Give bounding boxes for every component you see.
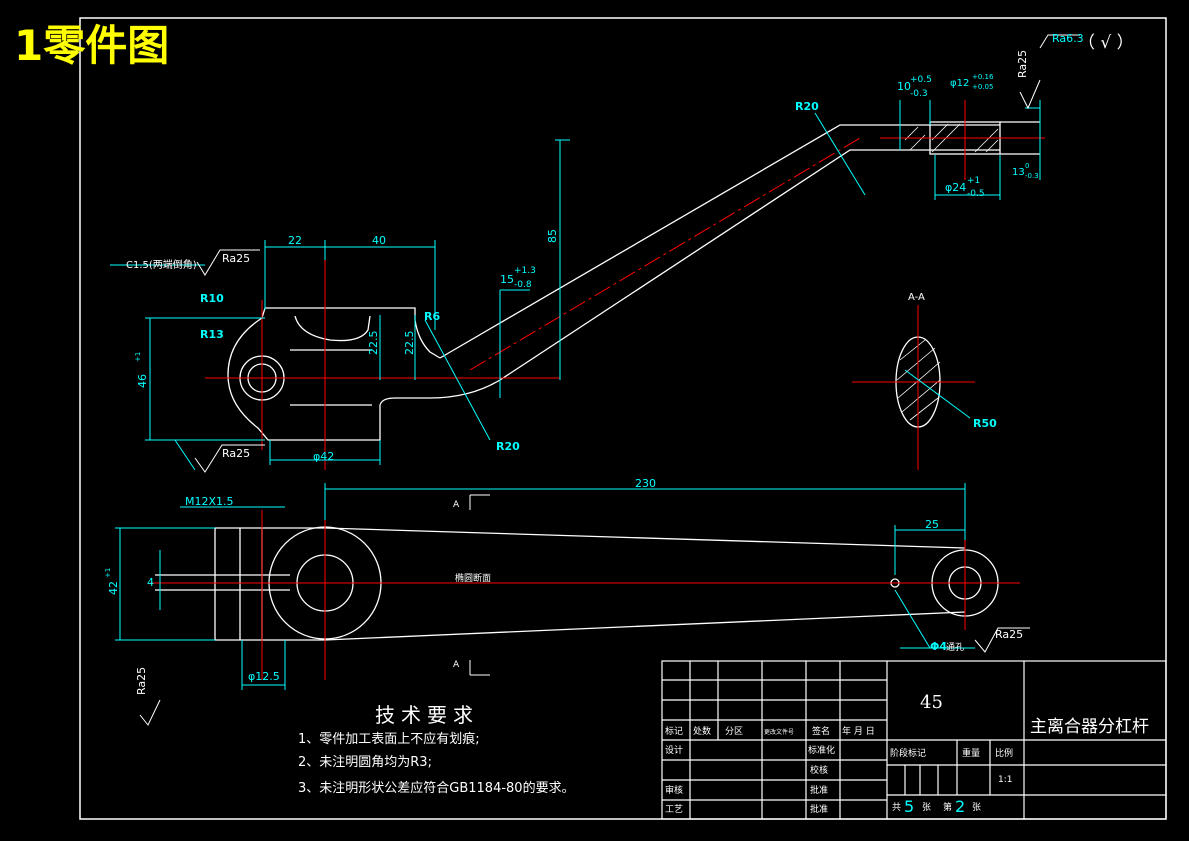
front-centerlines (150, 495, 1020, 680)
tech-heading: 技术要求 (375, 703, 479, 727)
tb-scale-value: 1:1 (998, 775, 1012, 785)
ra25-left-label: Ra25 (135, 667, 148, 695)
tb-stage: 阶段标记 (890, 747, 926, 759)
dim-13: 13 (1012, 167, 1025, 178)
dim-10-up: +0.5 (910, 75, 932, 85)
dim-13-dn: -0.3 (1025, 172, 1039, 180)
tech-item-3: 3、未注明形状公差应符合GB1184-80的要求。 (298, 780, 575, 796)
tb-approve: 批准 (810, 803, 828, 815)
tb-total-suffix: 张 (922, 802, 931, 813)
title-block-grid (661, 660, 1167, 820)
dim-22: 22 (288, 234, 302, 247)
dim-r20-top: R20 (795, 100, 819, 113)
tb-proofread: 校核 (810, 764, 828, 776)
front-upper-edge (215, 527, 966, 549)
tb-scale: 比例 (995, 747, 1013, 759)
dim-230: 230 (635, 477, 656, 490)
dim-phi24-dn: -0.5 (967, 189, 985, 199)
tb-label-zone: 分区 (725, 726, 743, 737)
dim-40: 40 (372, 234, 386, 247)
dim-phi12-dn: +0.05 (972, 83, 993, 91)
dim-m12: M12X1.5 (185, 495, 234, 508)
dim-phi24-up: +1 (967, 176, 980, 186)
tb-sheet-suffix: 张 (972, 802, 981, 813)
top-dimension-lines (110, 100, 1041, 471)
tb-design: 设计 (665, 744, 683, 756)
tb-label-change: 更改文件号 (764, 728, 794, 736)
front-dimension-lines (115, 483, 975, 690)
dim-15: 15 (500, 273, 514, 286)
tech-item-1: 1、零件加工表面上不应有划痕; (298, 731, 480, 747)
dim-10: 10 (897, 80, 911, 93)
dim-r6: R6 (424, 310, 440, 323)
dim-22-5a: 22.5 (367, 331, 380, 356)
arm-lower-edge (499, 149, 1000, 381)
dim-4: 4 (147, 576, 154, 589)
dim-r20-bottom: R20 (496, 440, 520, 453)
tb-sheet-prefix: 第 (943, 801, 952, 813)
dim-15-dn: -0.8 (514, 280, 532, 290)
dim-phi12-5: φ12.5 (248, 670, 280, 683)
section-note: 椭圆断面 (455, 572, 491, 584)
front-lower-edge (215, 611, 966, 641)
sheet-title: 1零件图 (14, 21, 169, 70)
dim-15-up: +1.3 (514, 266, 536, 276)
lever-body-lower (227, 307, 501, 441)
material: 45 (920, 692, 943, 713)
phi4-note: 通孔 (946, 642, 964, 653)
ra25-top-label: Ra25 (222, 252, 250, 265)
arm-upper-edge (439, 124, 1000, 359)
ra25-bottom-label: Ra25 (222, 447, 250, 460)
ra25-hole-label: Ra25 (995, 628, 1023, 641)
tb-label-mark: 标记 (665, 725, 683, 737)
dim-phi4: Φ4 (930, 640, 947, 653)
chamfer-note: C1.5(两端倒角) (126, 258, 197, 271)
tb-total-prefix: 共 (892, 802, 901, 813)
tb-standardize: 标准化 (808, 744, 835, 756)
dim-42: 42 (107, 581, 120, 595)
tb-review: 审核 (665, 784, 683, 796)
tb-process: 工艺 (665, 804, 683, 815)
hub-slot-lines (290, 349, 372, 406)
dim-r10: R10 (200, 292, 224, 305)
tb-total-count: 5 (904, 797, 914, 816)
dim-10-dn: -0.3 (910, 89, 928, 99)
dim-phi24: φ24 (945, 181, 966, 194)
dim-25: 25 (925, 518, 939, 531)
part-name: 主离合器分杠杆 (1030, 717, 1149, 737)
roughness-symbols (139, 34, 1080, 726)
dim-46-tol: +1 (134, 352, 142, 362)
dim-phi12: φ12 (950, 78, 969, 89)
ra25-vertical-label: Ra25 (1016, 50, 1029, 78)
section-mark-a-top: A (453, 500, 460, 510)
hub-slot (294, 315, 371, 342)
section-aa-label: A-A (908, 292, 925, 303)
ra63-paren: （ √ ） (1078, 33, 1134, 53)
tb-process-b: 批准 (810, 784, 828, 796)
tb-label-date: 年 月 日 (842, 725, 875, 737)
section-aa (852, 305, 975, 470)
ra63-label: Ra6.3 (1052, 32, 1084, 45)
dim-22-5b: 22.5 (403, 331, 416, 356)
dim-r50: R50 (973, 417, 997, 430)
dim-85: 85 (546, 229, 559, 243)
top-centerlines (205, 100, 1045, 470)
dim-phi12-up: +0.16 (972, 73, 994, 81)
tb-weight: 重量 (962, 747, 980, 759)
dim-46: 46 (136, 374, 149, 388)
dim-r13: R13 (200, 328, 224, 341)
dim-13-up: 0 (1025, 162, 1029, 170)
tb-label-count: 处数 (693, 725, 711, 737)
tech-item-2: 2、未注明圆角均为R3; (298, 755, 432, 770)
tb-sheet-no: 2 (955, 797, 965, 816)
sheet-border (79, 17, 1167, 820)
section-marks (469, 494, 490, 676)
tb-label-sign: 签名 (812, 725, 830, 737)
dim-phi42: φ42 (313, 450, 334, 463)
dim-42-tol: +1 (104, 568, 112, 578)
section-mark-a-bottom: A (453, 660, 460, 670)
